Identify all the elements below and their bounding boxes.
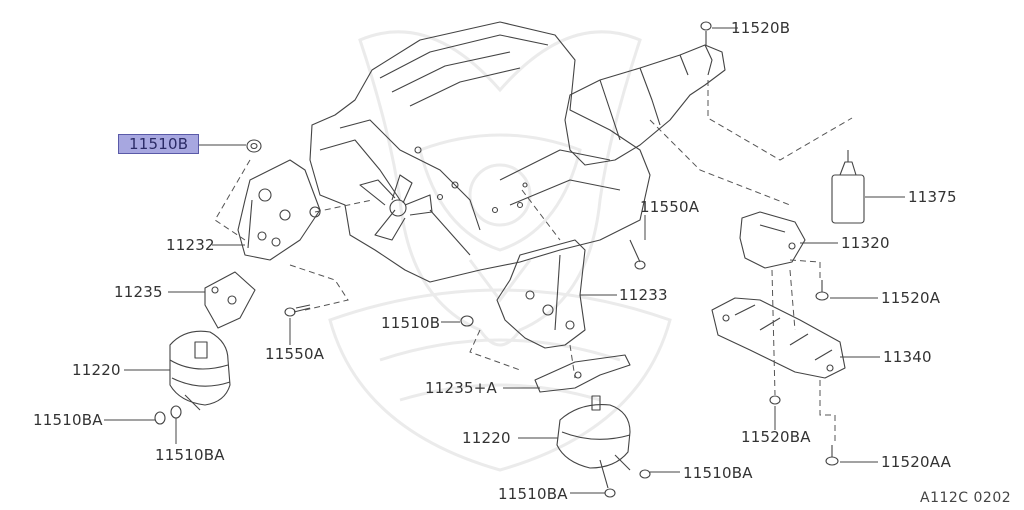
leader-lines xyxy=(104,27,905,494)
part-label-11510B-right[interactable]: 11510B xyxy=(381,314,441,332)
part-label-11232[interactable]: 11232 xyxy=(166,236,215,254)
engine-mount-bracket-left xyxy=(237,159,321,261)
part-label-11375[interactable]: 11375 xyxy=(908,188,957,206)
nut-11510B-right xyxy=(460,315,474,327)
part-label-11520A[interactable]: 11520A xyxy=(881,289,941,307)
part-label-11220-right[interactable]: 11220 xyxy=(462,429,511,447)
engine-block xyxy=(309,21,651,283)
part-label-11520AA[interactable]: 11520AA xyxy=(881,453,952,471)
engine-mount-insulator-left xyxy=(169,330,231,411)
part-label-11550A-left[interactable]: 11550A xyxy=(265,345,325,363)
part-label-11235[interactable]: 11235 xyxy=(114,283,163,301)
nut-11510B-top xyxy=(246,139,262,153)
part-label-11510BA-b[interactable]: 11510BA xyxy=(155,446,225,464)
crossmember-11340 xyxy=(711,297,846,379)
bolt-11550A-right xyxy=(629,239,646,270)
part-label-11510BA-c[interactable]: 11510BA xyxy=(683,464,753,482)
damper-11375 xyxy=(831,150,865,224)
part-label-11510BA-d[interactable]: 11510BA xyxy=(498,485,568,503)
bolt-11550A-left xyxy=(284,304,311,317)
assembly-dashed-lines xyxy=(214,80,853,445)
part-label-11520B[interactable]: 11520B xyxy=(731,19,791,37)
part-label-11550A-right[interactable]: 11550A xyxy=(640,198,700,216)
nut-11520B xyxy=(700,21,712,45)
engine-mount-insulator-right xyxy=(556,395,631,489)
bolt-11520AA xyxy=(825,445,839,466)
watermark-emblem xyxy=(328,30,672,472)
bolt-11520A xyxy=(815,280,829,301)
nut-11510BA-right xyxy=(604,469,651,498)
rear-mount-bracket-11320 xyxy=(739,211,806,269)
part-label-11510BA-a[interactable]: 11510BA xyxy=(33,411,103,429)
part-label-11320[interactable]: 11320 xyxy=(841,234,890,252)
cooling-fan xyxy=(359,174,433,241)
part-label-11520BA[interactable]: 11520BA xyxy=(741,428,811,446)
nut-11520BA xyxy=(769,395,781,405)
nut-11510BA-left xyxy=(154,405,182,425)
insulator-plate-left xyxy=(204,271,256,329)
engine-mount-bracket-right xyxy=(496,239,586,349)
part-label-11510B-highlighted[interactable]: 11510B xyxy=(118,134,200,154)
part-label-11235-A[interactable]: 11235+A xyxy=(425,379,497,397)
insulator-plate-right xyxy=(534,354,631,393)
part-label-11220-left[interactable]: 11220 xyxy=(72,361,121,379)
transmission xyxy=(564,44,726,166)
part-label-11340[interactable]: 11340 xyxy=(883,348,932,366)
part-label-11233[interactable]: 11233 xyxy=(619,286,668,304)
diagram-reference-code: A112C 0202 xyxy=(920,490,1012,506)
